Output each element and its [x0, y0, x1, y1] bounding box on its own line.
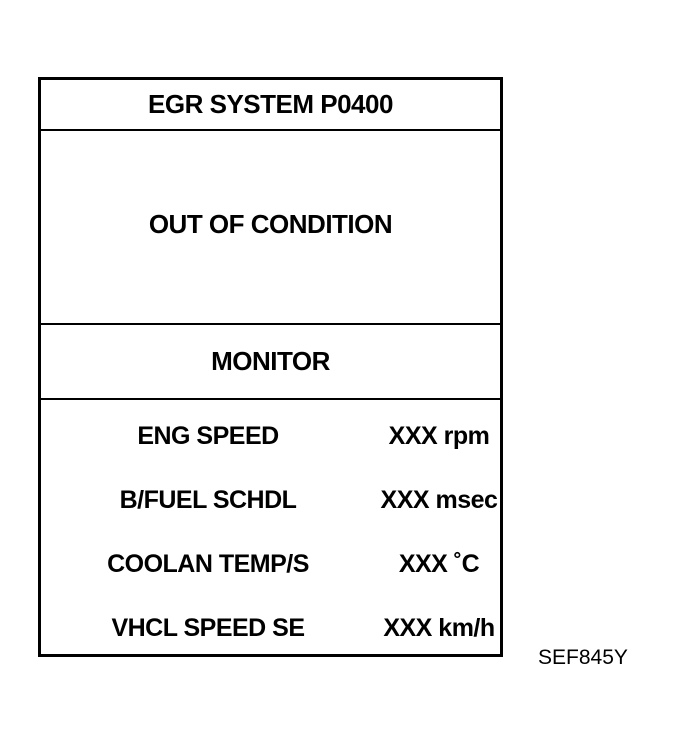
- screen-title: EGR SYSTEM P0400: [148, 89, 393, 119]
- monitor-item-label: B/FUEL SCHDL: [119, 486, 297, 514]
- monitor-item-label: VHCL SPEED SE: [111, 614, 305, 642]
- monitor-row-coolant-temp: COOLAN TEMP/S XXX ˚C: [41, 544, 500, 584]
- status-message: OUT OF CONDITION: [148, 208, 393, 239]
- monitor-header: MONITOR: [41, 325, 500, 400]
- monitor-item-value: XXX ˚C: [398, 550, 480, 578]
- monitor-row-vehicle-speed: VHCL SPEED SE XXX km/h: [41, 608, 500, 648]
- monitor-item-label: ENG SPEED: [137, 422, 279, 450]
- monitor-item-value: XXX msec: [380, 486, 498, 514]
- monitor-item-value: XXX km/h: [383, 614, 495, 642]
- monitor-item-label: COOLAN TEMP/S: [107, 550, 309, 578]
- monitor-row-eng-speed: ENG SPEED XXX rpm: [41, 416, 500, 456]
- monitor-row-fuel-schedule: B/FUEL SCHDL XXX msec: [41, 480, 500, 520]
- monitor-item-value: XXX rpm: [388, 422, 490, 450]
- monitor-label: MONITOR: [211, 346, 330, 376]
- monitor-list: ENG SPEED XXX rpm B/FUEL SCHDL XXX msec …: [41, 400, 500, 657]
- title-bar: EGR SYSTEM P0400: [41, 80, 500, 131]
- status-area: OUT OF CONDITION: [41, 131, 500, 325]
- consult-screen: EGR SYSTEM P0400 OUT OF CONDITION MONITO…: [38, 77, 503, 657]
- figure-code: SEF845Y: [538, 646, 628, 669]
